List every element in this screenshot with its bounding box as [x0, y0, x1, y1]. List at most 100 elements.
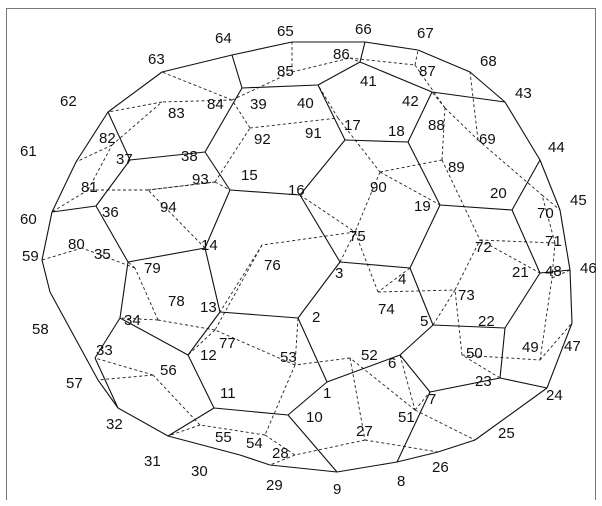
hidden-edge: [294, 439, 366, 456]
vertex-label: 35: [94, 246, 111, 263]
hidden-edge: [87, 144, 113, 191]
hidden-edge: [231, 99, 251, 129]
vertex-label: 64: [215, 30, 232, 47]
vertex-label: 15: [241, 167, 258, 184]
hidden-edge: [399, 354, 416, 411]
visible-edge: [546, 322, 573, 389]
hidden-edge: [479, 239, 541, 274]
hidden-edge: [349, 357, 366, 441]
vertex-label: 71: [545, 233, 562, 250]
vertex-label: 24: [546, 387, 563, 404]
vertex-label: 51: [398, 409, 415, 426]
visible-edge: [469, 71, 506, 103]
vertex-label: 91: [305, 125, 322, 142]
vertex-label: 72: [475, 239, 492, 256]
visible-edge: [299, 194, 341, 263]
vertex-label: 5: [420, 313, 428, 330]
vertex-label: 21: [512, 264, 529, 281]
vertex-label: 19: [414, 198, 431, 215]
visible-edge: [51, 205, 97, 213]
vertex-label: 2: [312, 309, 320, 326]
visible-edge: [204, 189, 231, 249]
hidden-edge: [167, 424, 201, 437]
vertex-label: 44: [548, 139, 565, 156]
vertex-label: 58: [32, 321, 49, 338]
hidden-edge: [461, 354, 501, 379]
hidden-edge: [294, 357, 351, 366]
hidden-edge: [231, 71, 293, 101]
visible-edge: [399, 324, 434, 356]
vertex-label: 37: [116, 151, 133, 168]
visible-edge: [359, 61, 433, 93]
vertex-label: 79: [144, 260, 161, 277]
visible-edge: [204, 247, 221, 313]
vertex-label: 69: [479, 131, 496, 148]
visible-edge: [241, 84, 319, 89]
visible-edge: [229, 189, 301, 196]
visible-edge: [432, 324, 506, 329]
vertex-label: 83: [168, 105, 185, 122]
vertex-label: 62: [60, 93, 77, 110]
vertex-label: 57: [66, 375, 83, 392]
vertex-label: 41: [360, 73, 377, 90]
hidden-edge: [414, 49, 419, 66]
vertex-label: 87: [419, 63, 436, 80]
hidden-edge: [214, 244, 263, 331]
vertex-label: 78: [168, 293, 185, 310]
hidden-edge: [479, 239, 556, 244]
vertex-label: 75: [349, 228, 366, 245]
visible-edge: [231, 54, 243, 89]
visible-edge: [399, 354, 431, 393]
vertex-label: 16: [288, 182, 305, 199]
visible-edge: [97, 379, 119, 409]
hidden-edge: [152, 374, 201, 426]
vertex-label: 25: [498, 425, 515, 442]
hidden-edge: [337, 117, 381, 173]
hidden-edge: [444, 107, 479, 141]
visible-edge: [339, 261, 411, 269]
vertex-label: 77: [219, 335, 236, 352]
hidden-edge: [249, 117, 339, 129]
visible-edge: [51, 161, 77, 213]
hidden-edge: [377, 267, 411, 293]
hidden-edge: [75, 144, 113, 163]
hidden-edge: [379, 159, 443, 173]
visible-edge: [49, 291, 99, 381]
visible-edge: [204, 151, 231, 191]
hidden-edge: [97, 374, 154, 381]
vertex-label: 12: [200, 347, 217, 364]
visible-edge: [127, 247, 206, 263]
visible-edge: [539, 159, 561, 211]
vertex-label: 10: [306, 409, 323, 426]
hidden-edge: [147, 189, 206, 249]
hidden-edge: [157, 319, 216, 331]
vertex-label: 68: [480, 53, 497, 70]
vertex-label: 6: [388, 355, 396, 372]
hidden-edge: [119, 317, 159, 321]
vertex-label: 32: [106, 416, 123, 433]
hidden-edge: [414, 409, 476, 441]
visible-edge: [539, 269, 571, 274]
hidden-edge: [441, 159, 481, 241]
visible-edge: [511, 209, 541, 274]
visible-edge: [407, 91, 433, 143]
visible-edge: [41, 211, 53, 261]
hidden-edge: [541, 194, 561, 211]
vertex-label: 46: [580, 260, 597, 277]
hidden-edge: [317, 84, 339, 119]
hidden-edge: [107, 101, 163, 113]
visible-edge: [437, 439, 476, 453]
vertex-label: 38: [181, 148, 198, 165]
vertex-label: 88: [428, 117, 445, 134]
hidden-edge: [431, 91, 446, 109]
hidden-edge: [261, 231, 356, 246]
hidden-edge: [127, 261, 136, 269]
hidden-edge: [539, 277, 553, 361]
visible-edge: [219, 311, 299, 319]
vertex-label: 34: [124, 312, 141, 329]
hidden-edge: [299, 194, 356, 233]
vertex-label: 76: [264, 257, 281, 274]
visible-edge: [95, 159, 131, 207]
